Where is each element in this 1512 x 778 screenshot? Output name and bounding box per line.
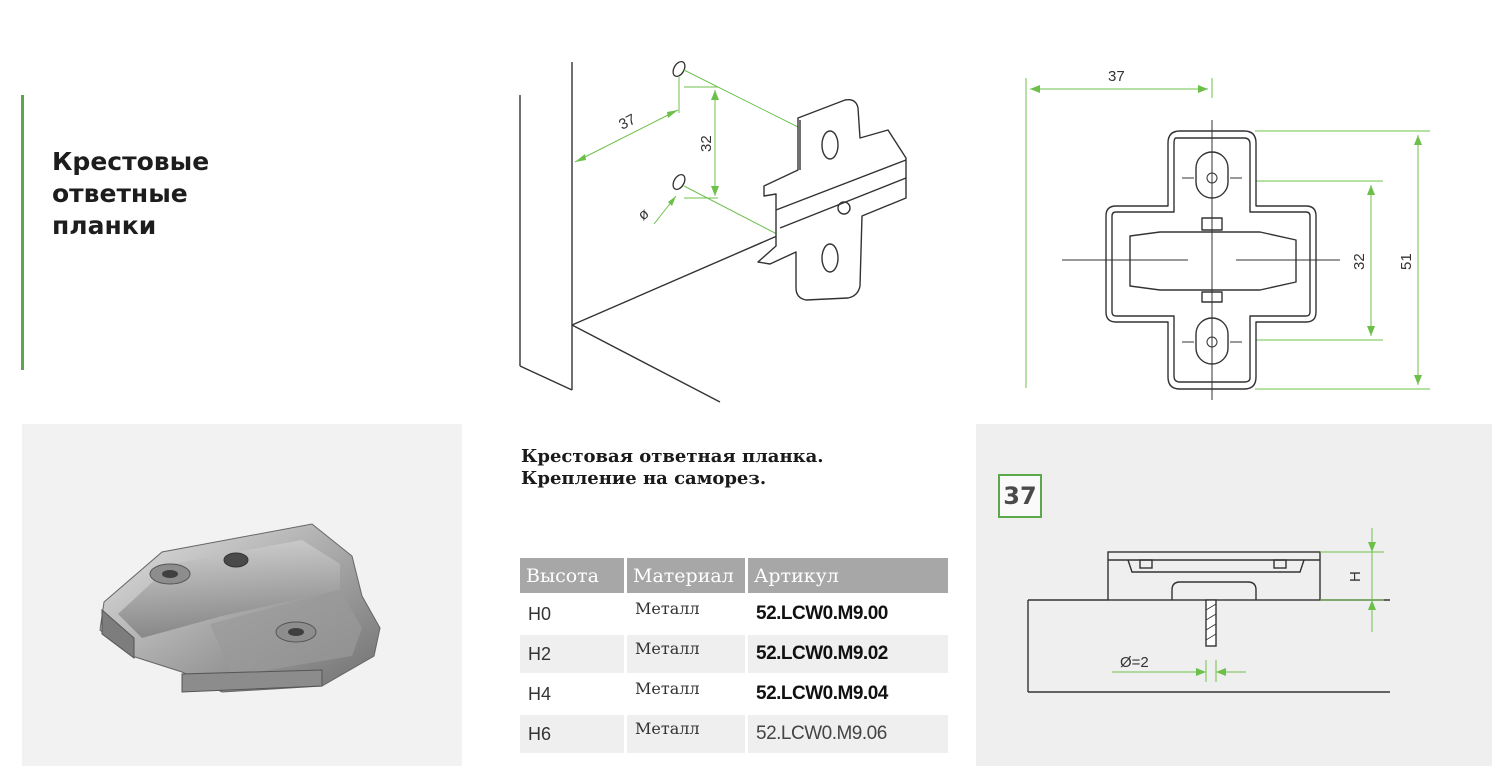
table-row: H4 Металл 52.LCW0.M9.04 (520, 675, 948, 713)
iso-dim-diameter: ø (635, 205, 653, 224)
product-title-line2: Крепление на саморез. (521, 468, 767, 489)
section-title-line: Крестовые (52, 147, 210, 176)
table-row: H2 Металл 52.LCW0.M9.02 (520, 635, 948, 673)
front-dim-37: 37 (1108, 68, 1125, 85)
section-title: Крестовые ответные планки (52, 146, 292, 242)
cell-article: 52.LCW0.M9.00 (748, 595, 948, 633)
column-header-article: Артикул (748, 558, 948, 593)
size-badge: 37 (998, 474, 1042, 518)
side-dim-diameter: Ø=2 (1120, 654, 1149, 671)
product-title-line1: Крестовая ответная планка. (521, 446, 824, 467)
column-header-height: Высота (520, 558, 624, 593)
isometric-drawing: 37 32 ø (519, 60, 907, 403)
section-accent-bar (21, 95, 24, 370)
table-row: H0 Металл 52.LCW0.M9.00 (520, 595, 948, 633)
front-dim-32: 32 (1351, 253, 1368, 270)
side-view-drawing: H Ø=2 (1027, 528, 1390, 693)
cell-material: Металл (627, 635, 745, 673)
cell-height: H6 (520, 715, 624, 753)
section-title-line: планки (52, 211, 157, 240)
iso-dim-32: 32 (698, 135, 715, 152)
cell-article: 52.LCW0.M9.06 (748, 715, 948, 753)
cell-material: Металл (627, 715, 745, 753)
side-dim-h: H (1347, 571, 1364, 582)
cell-material: Металл (627, 595, 745, 633)
cell-material: Металл (627, 675, 745, 713)
cell-height: H2 (520, 635, 624, 673)
side-view-panel (976, 424, 1492, 766)
cell-height: H0 (520, 595, 624, 633)
front-dim-51: 51 (1398, 253, 1415, 270)
table-row: H6 Металл 52.LCW0.M9.06 (520, 715, 948, 753)
column-header-material: Материал (627, 558, 745, 593)
front-view-drawing: 37 32 51 (1025, 68, 1430, 400)
cell-article: 52.LCW0.M9.04 (748, 675, 948, 713)
product-photo-panel (22, 424, 462, 766)
cell-article: 52.LCW0.M9.02 (748, 635, 948, 673)
table-header-row: Высота Материал Артикул (520, 558, 948, 593)
cell-height: H4 (520, 675, 624, 713)
iso-dim-37: 37 (616, 111, 639, 134)
product-photo (99, 523, 381, 693)
specification-table: Высота Материал Артикул H0 Металл 52.LCW… (517, 556, 951, 755)
product-title: Крестовая ответная планка. Крепление на … (521, 446, 961, 490)
section-title-line: ответные (52, 179, 188, 208)
